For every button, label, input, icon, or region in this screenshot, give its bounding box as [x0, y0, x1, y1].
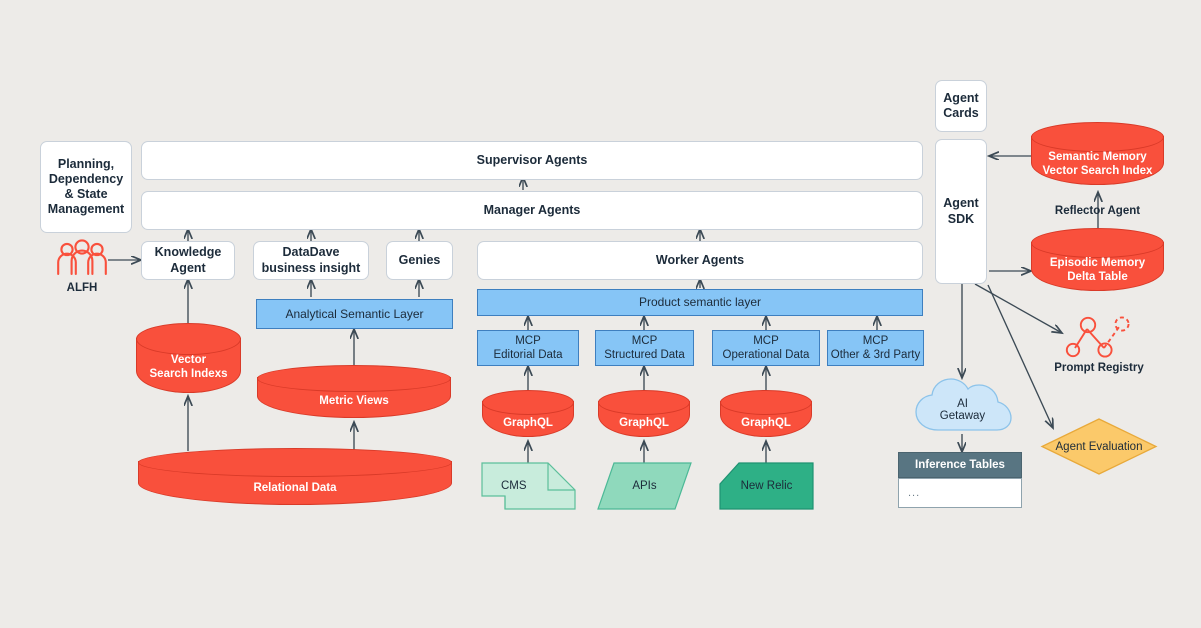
datadave-business-insight-box[interactable]: DataDave business insight [253, 241, 369, 280]
people-icon [57, 239, 107, 276]
planning-line-2: Dependency [48, 171, 124, 186]
cylinder-top [136, 323, 241, 355]
cylinder-top [1031, 228, 1164, 258]
mcp-editorial-line-2: Editorial Data [493, 349, 563, 361]
node-graph-icon [1065, 316, 1130, 358]
genies-label: Genies [398, 252, 441, 267]
semantic-memory-vector-search-index-cylinder[interactable]: Semantic Memory Vector Search Index [1031, 122, 1164, 192]
ai-gateway-cloud[interactable]: AI Getaway [911, 376, 1014, 436]
planning-line-3: & State [64, 187, 108, 201]
genies-box[interactable]: Genies [386, 241, 453, 280]
agent-sdk-box[interactable]: Agent SDK [935, 139, 987, 284]
agent-cards-line-2: Cards [943, 106, 979, 120]
prompt-registry-label: Prompt Registry [1054, 362, 1144, 374]
agent-cards-line-1: Agent [943, 90, 979, 105]
supervisor-agents-band[interactable]: Supervisor Agents [141, 141, 923, 180]
mcp-structured-line-2: Structured Data [604, 349, 685, 361]
new-relic-source-shape[interactable]: New Relic [719, 462, 814, 510]
planning-dependency-state-box[interactable]: Planning, Dependency & State Management [40, 141, 132, 233]
graphql-cylinder-editorial[interactable]: GraphQL [482, 390, 574, 442]
knowledge-agent-line-2: Agent [170, 260, 206, 275]
supervisor-agents-label: Supervisor Agents [476, 152, 588, 167]
inference-tables-body[interactable]: ... [898, 478, 1022, 508]
agent-cards-box[interactable]: Agent Cards [935, 80, 987, 132]
cylinder-top [482, 390, 574, 415]
cms-source-shape[interactable]: CMS [481, 462, 576, 510]
knowledge-agent-box[interactable]: Knowledge Agent [141, 241, 235, 280]
planning-line-1: Planning, [57, 156, 115, 171]
mcp-structured-data-box[interactable]: MCP Structured Data [595, 330, 694, 366]
manager-agents-label: Manager Agents [483, 202, 581, 217]
alfh-group: ALFH [55, 239, 109, 296]
alfh-label: ALFH [66, 282, 98, 294]
agent-evaluation-diamond[interactable]: Agent Evaluation [1040, 418, 1158, 475]
worker-agents-band[interactable]: Worker Agents [477, 241, 923, 280]
cylinder-top [138, 448, 452, 477]
vector-search-indexs-cylinder[interactable]: Vector Search Indexs [136, 323, 241, 399]
agent-sdk-line-1: Agent [943, 196, 979, 211]
analytical-semantic-layer-label: Analytical Semantic Layer [285, 306, 424, 321]
datadave-line-2: business insight [261, 260, 361, 275]
mcp-operational-data-box[interactable]: MCP Operational Data [712, 330, 820, 366]
inference-tables-header[interactable]: Inference Tables [898, 452, 1022, 478]
graphql-cylinder-structured[interactable]: GraphQL [598, 390, 690, 442]
cylinder-top [598, 390, 690, 415]
mcp-editorial-data-box[interactable]: MCP Editorial Data [477, 330, 579, 366]
prompt-registry-group[interactable]: Prompt Registry [1054, 315, 1144, 375]
mcp-operational-line-2: Operational Data [722, 349, 810, 361]
analytical-semantic-layer-box[interactable]: Analytical Semantic Layer [256, 299, 453, 329]
mcp-other-3rd-party-box[interactable]: MCP Other & 3rd Party [827, 330, 924, 366]
datadave-line-1: DataDave [282, 245, 340, 260]
apis-source-shape[interactable]: APIs [597, 462, 692, 510]
mcp-other-line-1: MCP [862, 334, 889, 347]
inference-tables-label: Inference Tables [915, 459, 1005, 471]
inference-tables-body-text: ... [908, 487, 921, 499]
cylinder-top [720, 390, 812, 415]
manager-agents-band[interactable]: Manager Agents [141, 191, 923, 230]
graphql-cylinder-operational[interactable]: GraphQL [720, 390, 812, 442]
episodic-memory-delta-table-cylinder[interactable]: Episodic Memory Delta Table [1031, 228, 1164, 298]
product-semantic-layer-label: Product semantic layer [638, 295, 762, 309]
cylinder-top [1031, 122, 1164, 152]
cylinder-top [257, 365, 451, 392]
reflector-agent-label: Reflector Agent [1054, 205, 1141, 217]
relational-data-cylinder[interactable]: Relational Data [138, 448, 452, 510]
worker-agents-label: Worker Agents [655, 252, 745, 267]
agent-sdk-line-2: SDK [947, 211, 975, 226]
metric-views-cylinder[interactable]: Metric Views [257, 365, 451, 423]
product-semantic-layer-box[interactable]: Product semantic layer [477, 289, 923, 316]
mcp-other-line-2: Other & 3rd Party [830, 349, 921, 361]
mcp-editorial-line-1: MCP [515, 334, 541, 347]
knowledge-agent-line-1: Knowledge [154, 245, 222, 260]
mcp-operational-line-1: MCP [753, 334, 779, 347]
planning-line-4: Management [47, 202, 125, 217]
mcp-structured-line-1: MCP [631, 334, 658, 347]
